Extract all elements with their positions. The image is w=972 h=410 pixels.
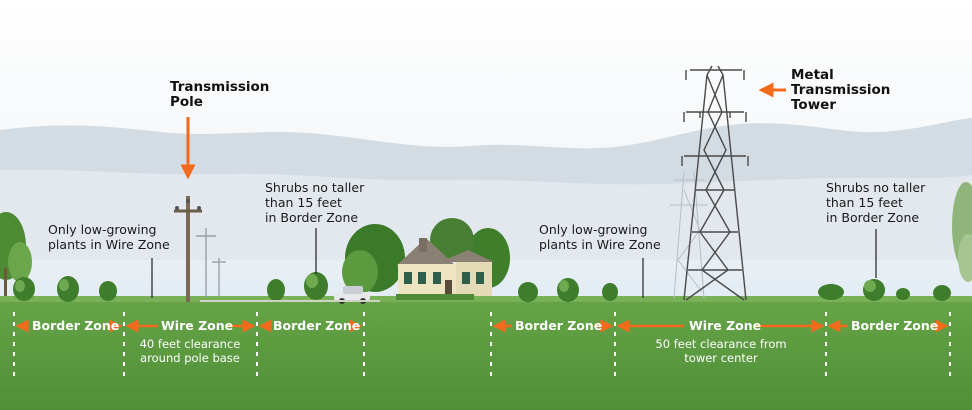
- shrubs: [13, 272, 951, 302]
- ground: [0, 298, 972, 410]
- left-border-zone-callout: Shrubs no taller than 15 feet in Border …: [265, 180, 365, 225]
- left-wire-zone-callout: Only low-growing plants in Wire Zone: [48, 222, 170, 252]
- transmission-pole-title: Transmission Pole: [170, 79, 270, 110]
- leader-lines: [151, 228, 877, 298]
- zone-boundaries: [13, 312, 951, 382]
- mid-hills: [0, 169, 972, 260]
- left-wire-zone-label: Wire Zone: [161, 318, 234, 333]
- transmission-pole: [174, 196, 202, 302]
- metal-tower-title: Metal Transmission Tower: [791, 67, 891, 113]
- left-border-zone-label-1: Border Zone: [32, 318, 120, 333]
- metal-tower: [681, 65, 749, 301]
- right-wire-zone-label: Wire Zone: [689, 318, 762, 333]
- left-border-zone-label-2: Border Zone: [273, 318, 361, 333]
- right-border-zone-label-1: Border Zone: [515, 318, 603, 333]
- distant-poles: [196, 228, 226, 298]
- left-wire-zone-note: 40 feet clearance around pole base: [139, 337, 241, 365]
- right-edge-tree: [952, 182, 972, 282]
- ground-edge: [0, 296, 972, 302]
- right-border-zone-label-2: Border Zone: [851, 318, 939, 333]
- right-wire-zone-callout: Only low-growing plants in Wire Zone: [539, 222, 661, 252]
- right-border-zone-callout: Shrubs no taller than 15 feet in Border …: [826, 180, 926, 225]
- house: [396, 238, 494, 300]
- car: [334, 286, 370, 304]
- left-edge-trees: [0, 212, 32, 298]
- right-wire-zone-note: 50 feet clearance from tower center: [655, 337, 787, 365]
